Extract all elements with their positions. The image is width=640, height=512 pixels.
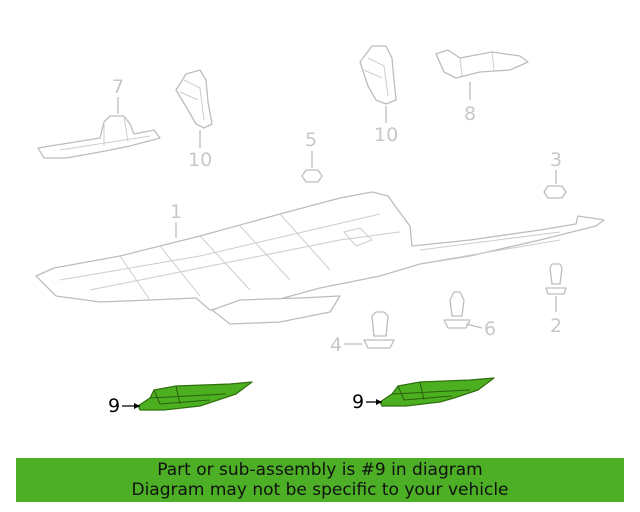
parts-diagram: 7 10 5 10 8 3 1 — [35, 45, 605, 417]
part-4-bolt[interactable] — [363, 311, 395, 349]
callout-5[interactable]: 5 — [305, 129, 317, 151]
part-7-front-shield[interactable] — [37, 115, 161, 159]
part-8-bracket[interactable] — [435, 49, 529, 79]
arrowhead-9-left — [134, 403, 140, 409]
callout-6[interactable]: 6 — [484, 318, 496, 340]
callout-2[interactable]: 2 — [550, 315, 562, 337]
banner-line-1: Part or sub-assembly is #9 in diagram — [157, 460, 483, 480]
callout-1[interactable]: 1 — [170, 201, 182, 223]
callout-9-right[interactable]: 9 — [352, 391, 364, 413]
leader-6 — [465, 323, 483, 329]
callout-3[interactable]: 3 — [550, 149, 562, 171]
callout-10-left[interactable]: 10 — [188, 149, 212, 171]
part-10-air-deflector-left[interactable] — [175, 69, 213, 129]
arrowhead-9-right — [376, 399, 382, 405]
banner-line-2: Diagram may not be specific to your vehi… — [131, 480, 509, 500]
info-banner: Part or sub-assembly is #9 in diagram Di… — [16, 458, 624, 502]
part-2-push-pin[interactable] — [545, 263, 567, 295]
part-9-lower-shield-right[interactable] — [379, 377, 495, 407]
part-3-clip[interactable] — [543, 185, 567, 199]
part-10-air-deflector-right[interactable] — [359, 45, 397, 105]
callout-8[interactable]: 8 — [464, 103, 476, 125]
part-1-splash-shield[interactable] — [35, 191, 605, 325]
part-5-clip[interactable] — [301, 169, 323, 183]
callout-10-right[interactable]: 10 — [374, 124, 398, 146]
part-9-lower-shield-left[interactable] — [137, 381, 253, 411]
callout-7[interactable]: 7 — [112, 76, 124, 98]
part-6-retainer[interactable] — [443, 291, 471, 329]
callout-9-left[interactable]: 9 — [108, 395, 120, 417]
callout-4[interactable]: 4 — [330, 334, 342, 356]
